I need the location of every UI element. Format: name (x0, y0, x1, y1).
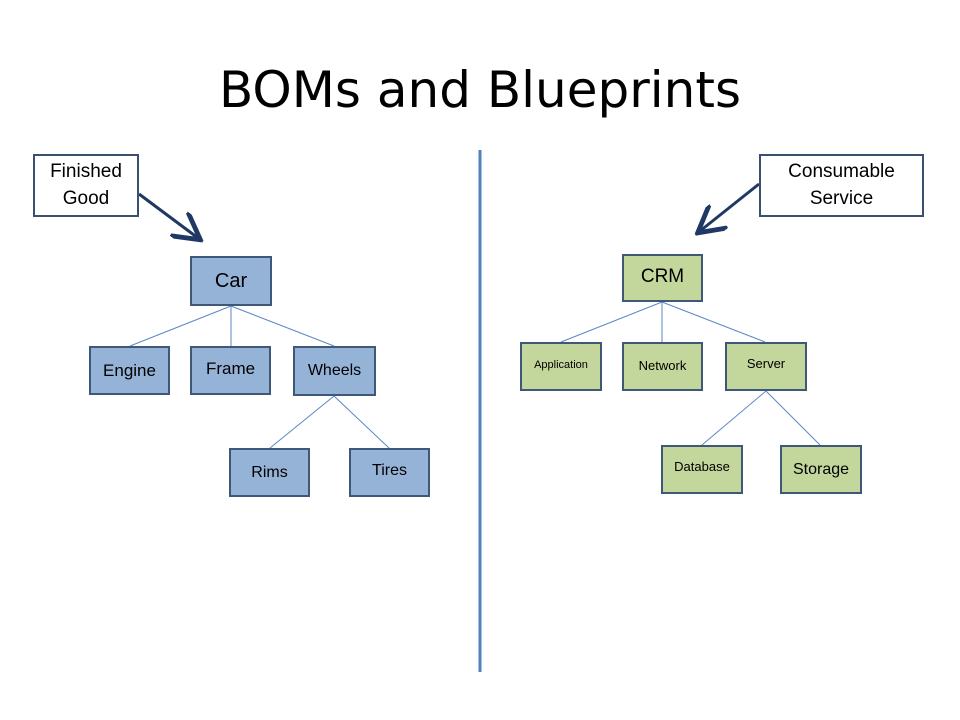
node-network: Network (622, 342, 703, 391)
node-application: Application (520, 342, 602, 391)
callout-consumable-service: Consumable Service (759, 154, 924, 217)
node-car: Car (190, 256, 272, 306)
node-database: Database (661, 445, 743, 494)
connector-car-engine (129, 305, 232, 347)
callout-finished-good: Finished Good (33, 154, 139, 217)
arrow-consumable-service (700, 182, 760, 231)
node-wheels: Wheels (293, 346, 376, 396)
connector-crm-application (560, 301, 663, 343)
connector-crm-server (661, 301, 766, 343)
connector-wheels-tires (333, 395, 390, 449)
arrow-finished-good (138, 192, 198, 238)
node-engine: Engine (89, 346, 170, 395)
connector-server-storage (765, 390, 821, 446)
connector-car-wheels (230, 305, 335, 347)
node-storage: Storage (780, 445, 862, 494)
connector-wheels-rims (269, 395, 335, 449)
connector-server-database (701, 390, 767, 446)
node-tires: Tires (349, 448, 430, 497)
node-crm: CRM (622, 254, 703, 302)
slide-title: BOMs and Blueprints (219, 61, 741, 119)
node-server: Server (725, 342, 807, 391)
node-rims: Rims (229, 448, 310, 497)
node-frame: Frame (190, 346, 271, 395)
